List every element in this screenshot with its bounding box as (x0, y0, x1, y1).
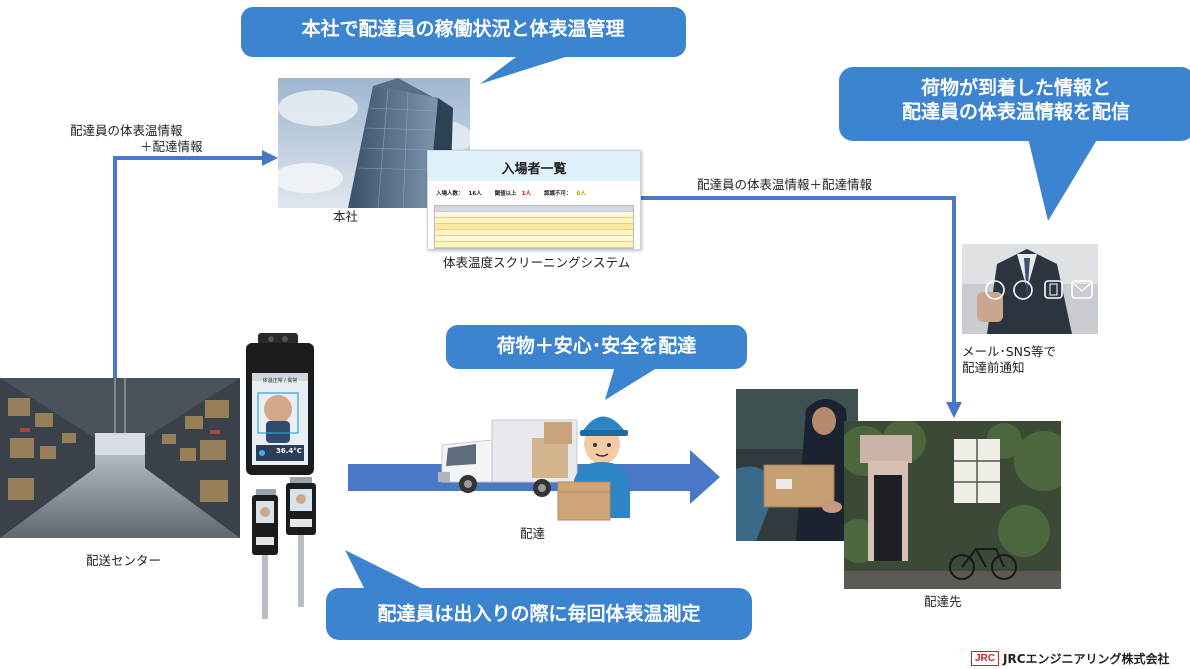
kiosk-header-text: 体温正常 / 異常 (262, 378, 298, 384)
measure-bubble (326, 550, 752, 640)
parcel-handover-photo (736, 389, 858, 541)
company-logo: JRC JRCエンジニアリング株式会社 (971, 650, 1170, 667)
house-photo (844, 421, 1061, 589)
stat3-label: 認識不可： (544, 191, 572, 197)
flow-to-hq-line1: 配達員の体表温情報 (70, 123, 183, 138)
screen-stats: 入場人数： 16人 閾値以上 1人 認識不可： 0人 (428, 181, 640, 197)
notify-bubble (839, 67, 1190, 221)
notify-label-line1: メール･SNS等で (962, 344, 1056, 359)
system-to-destination-arrowhead (946, 402, 962, 418)
center-to-hq-arrow (113, 156, 264, 378)
system-label: 体表温度スクリーニングシステム (443, 255, 631, 270)
logo-badge: JRC (971, 651, 1000, 666)
delivery-truck-courier (438, 416, 630, 521)
hq-bubble (241, 7, 686, 84)
system-to-destination-arrow (638, 196, 956, 404)
delivery-bubble (446, 325, 747, 400)
stat1-label: 入場人数： (436, 191, 464, 197)
temperature-kiosk-devices (246, 333, 316, 619)
notification-photo (962, 244, 1098, 334)
kiosk-temp-text: 36.4°C (276, 447, 302, 455)
flow-to-destination-label: 配達員の体表温情報＋配達情報 (697, 177, 873, 192)
flow-to-hq-label: 配達員の体表温情報 ＋配達情報 (70, 123, 203, 156)
flow-to-hq-line2: ＋配達情報 (140, 139, 203, 155)
logo-company-name: JRCエンジニアリング株式会社 (1003, 652, 1170, 666)
delivery-label: 配達 (520, 526, 546, 541)
hq-bubble-text: 本社で配達員の稼働状況と体表温管理 (301, 18, 625, 40)
hq-label: 本社 (333, 209, 359, 224)
center-to-hq-arrowhead (262, 150, 278, 166)
center-label: 配送センター (86, 553, 162, 568)
stat2-label: 閾値以上 (494, 191, 517, 197)
notify-bubble-line1: 荷物が到着した情報と (920, 77, 1111, 99)
destination-label: 配達先 (924, 594, 962, 609)
notify-label: メール･SNS等で 配達前通知 (962, 344, 1056, 377)
notify-bubble-line2: 配達員の体表温情報を配信 (901, 100, 1130, 123)
screening-system-screen: 入場者一覧 入場人数： 16人 閾値以上 1人 認識不可： 0人 (427, 150, 641, 250)
screen-table (434, 205, 634, 249)
notify-label-line2: 配達前通知 (962, 360, 1025, 376)
stat2-value: 1人 (521, 191, 532, 197)
measure-bubble-text: 配達員は出入りの際に毎回体表温測定 (377, 603, 701, 625)
delivery-bubble-text: 荷物＋安心･安全を配達 (496, 335, 697, 357)
notify-bubble-text: 荷物が到着した情報と 配達員の体表温情報を配信 (838, 77, 1190, 125)
warehouse-photo (0, 378, 240, 538)
screen-title: 入場者一覧 (501, 162, 567, 177)
stat1-value: 16人 (468, 191, 482, 197)
screen-header: 入場者一覧 (428, 151, 640, 181)
stat3-value: 0人 (576, 191, 586, 197)
